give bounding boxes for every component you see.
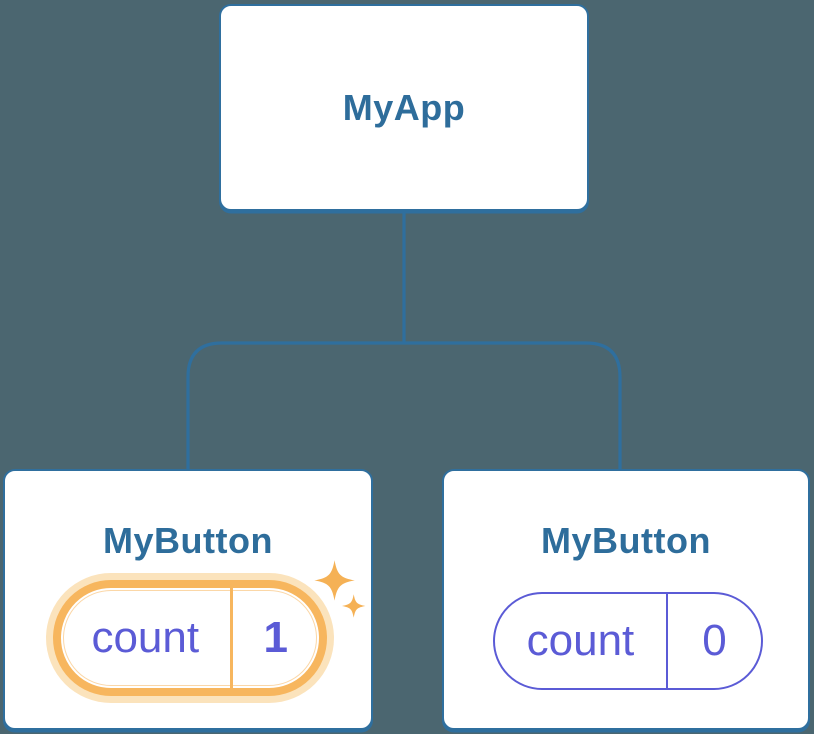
state-value: 1	[233, 588, 319, 688]
node-mybutton-left: MyButton count 1	[3, 469, 373, 730]
sparkle-icon	[314, 560, 366, 618]
state-key: count	[61, 588, 233, 688]
state-value-label: 0	[702, 616, 727, 665]
state-value-label: 1	[263, 613, 289, 662]
node-myapp: MyApp	[219, 4, 589, 211]
state-key-label: count	[526, 616, 635, 665]
node-mybutton-right: MyButton count 0	[442, 469, 810, 730]
state-value: 0	[668, 594, 761, 688]
state-pill-normal: count 0	[493, 592, 763, 690]
node-myapp-label: MyApp	[342, 86, 466, 128]
state-pill-highlighted: count 1	[53, 580, 327, 696]
state-key: count	[495, 594, 668, 688]
sparkle-small	[342, 594, 366, 618]
node-mybutton-right-label: MyButton	[541, 520, 711, 561]
state-key-label: count	[91, 613, 200, 662]
sparkle-large	[314, 560, 355, 601]
node-mybutton-left-label: MyButton	[103, 520, 273, 561]
children-bracket-line	[186, 341, 622, 470]
